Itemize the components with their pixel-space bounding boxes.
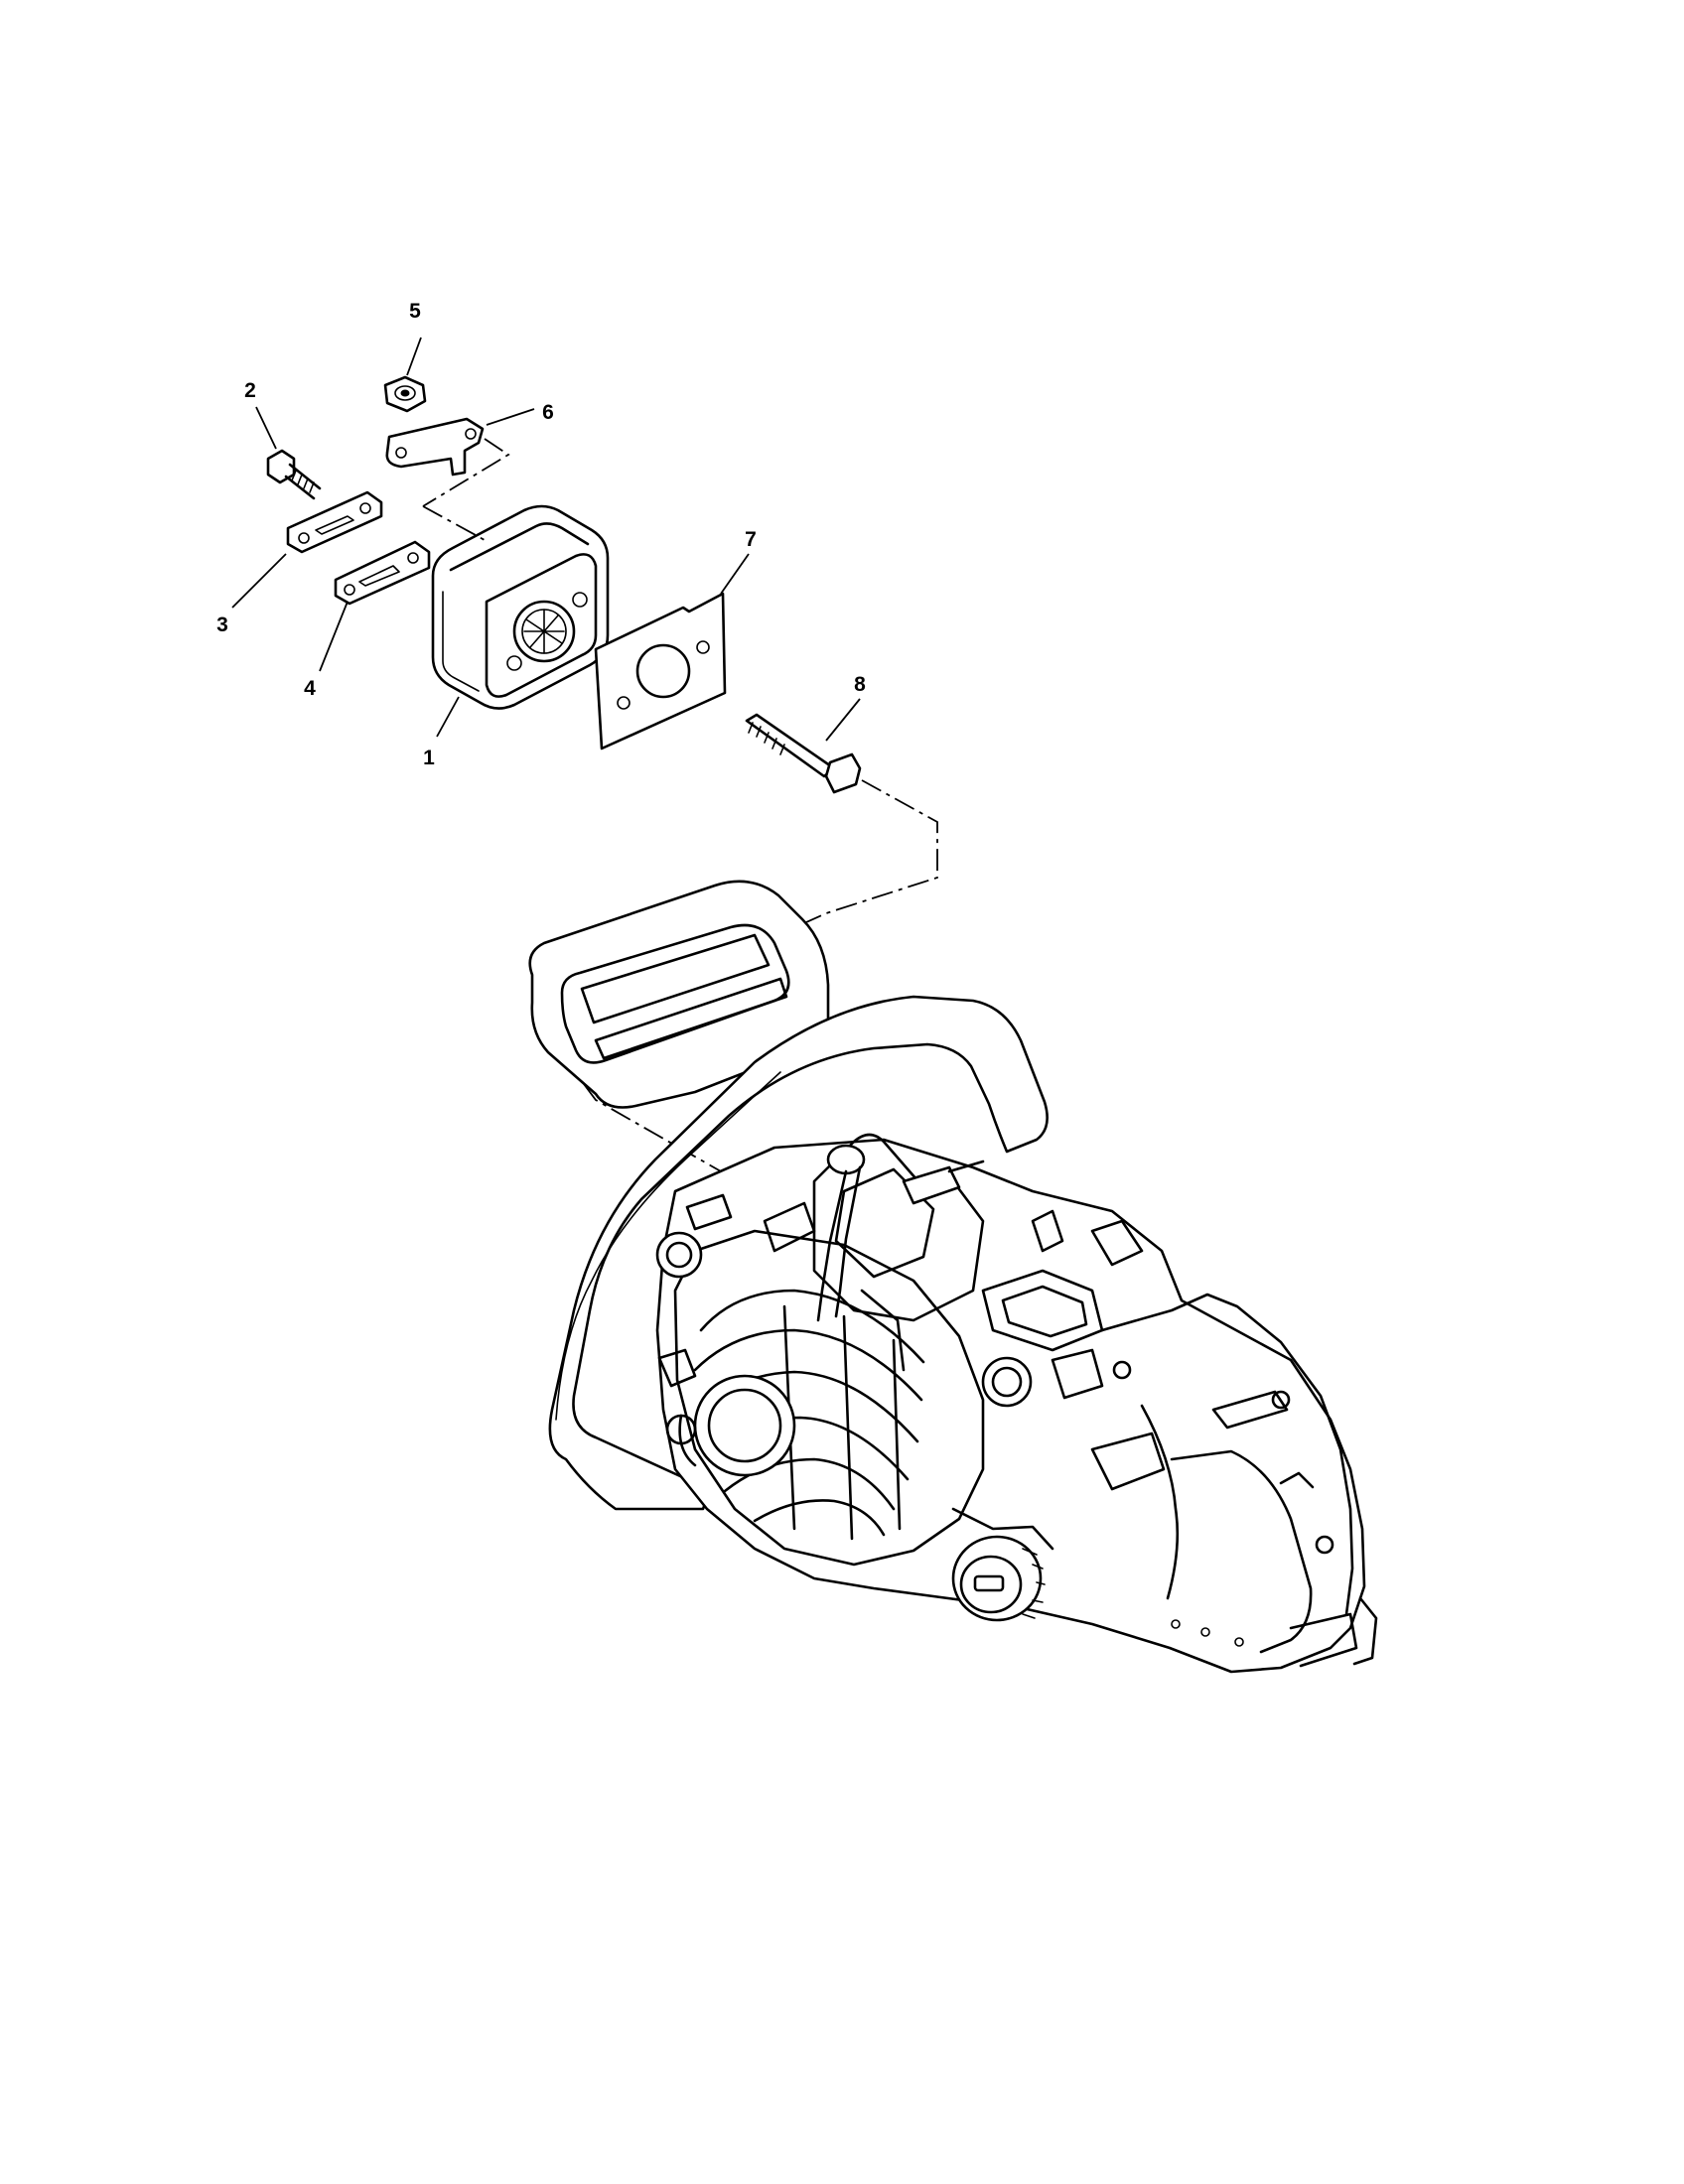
leader-8	[825, 698, 861, 742]
part-labels: 5 6 2 3 4 1 7 8	[216, 300, 866, 769]
part-label-8: 8	[854, 673, 866, 696]
leader-2	[255, 406, 277, 450]
part-label-4: 4	[304, 677, 316, 700]
part-3-plate[interactable]	[286, 490, 383, 554]
part-2-screw[interactable]	[266, 449, 322, 500]
leader-7	[720, 553, 750, 595]
chainsaw-body	[528, 880, 1378, 1674]
part-6-bracket[interactable]	[385, 417, 485, 477]
tensioner-knob-icon	[951, 1535, 1046, 1622]
part-1-muffler[interactable]	[431, 504, 610, 710]
leader-4	[319, 601, 349, 672]
part-8-bolt[interactable]	[745, 713, 862, 794]
part-4-plate[interactable]	[334, 540, 431, 606]
leader-lines	[231, 337, 861, 742]
part-5-nut[interactable]	[383, 375, 427, 413]
part-label-7: 7	[745, 528, 757, 551]
leader-1	[436, 696, 460, 738]
part-label-1: 1	[423, 747, 435, 769]
part-label-2: 2	[244, 379, 256, 402]
leader-3	[231, 553, 287, 609]
part-label-3: 3	[216, 614, 228, 636]
leader-5	[406, 337, 422, 376]
part-label-6: 6	[542, 401, 554, 424]
part-7-gasket[interactable]	[594, 592, 727, 751]
part-label-5: 5	[409, 300, 421, 323]
leader-6	[486, 408, 535, 426]
